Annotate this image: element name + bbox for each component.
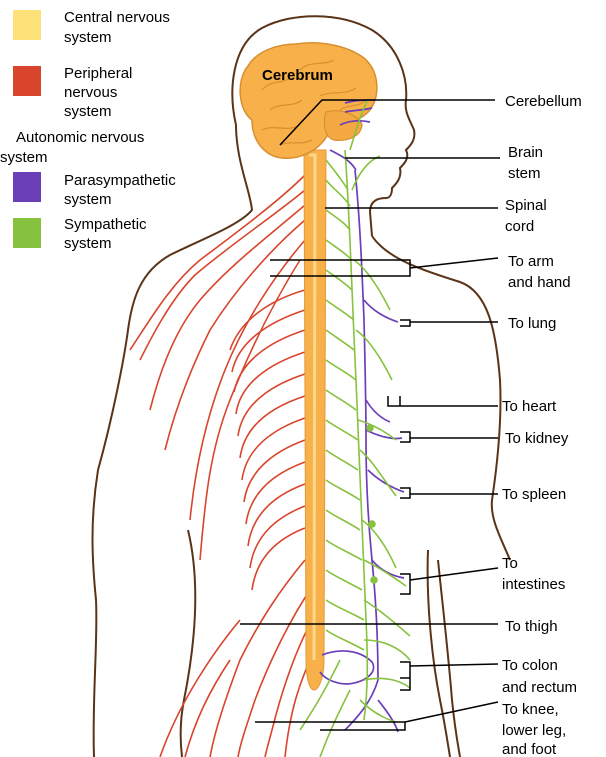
legend-autonomic-label1: Autonomic nervous (16, 129, 144, 146)
legend-central-label2: system (64, 29, 112, 46)
label-heart: To heart (502, 398, 557, 415)
label-kidney: To kidney (505, 430, 569, 447)
label-spinal-2: cord (505, 218, 534, 235)
cerebrum-label: Cerebrum (262, 67, 333, 84)
legend-peripheral-label3: system (64, 103, 112, 120)
leader-lung (400, 320, 498, 326)
legend-autonomic-label2: system (0, 149, 48, 166)
legend-parasympathetic-label2: system (64, 191, 112, 208)
leader-lines (240, 100, 500, 730)
label-spinal-1: Spinal (505, 197, 547, 214)
legend-swatch-peripheral (13, 66, 41, 96)
legend-swatch-central (13, 10, 41, 40)
label-cerebellum: Cerebellum (505, 93, 582, 110)
leader-spleen (400, 488, 498, 498)
label-knee-3: and foot (502, 741, 557, 757)
label-colon-2: and rectum (502, 679, 577, 696)
label-brain-stem-1: Brain (508, 144, 543, 161)
label-spleen: To spleen (502, 486, 566, 503)
legend-swatch-sympathetic (13, 218, 41, 248)
legend-peripheral-label1: Peripheral (64, 65, 132, 82)
label-brain-stem-2: stem (508, 165, 541, 182)
legend: Central nervous system Peripheral nervou… (0, 9, 176, 252)
spinal-cord (304, 150, 326, 690)
label-intestines-2: intestines (502, 576, 565, 593)
label-lung: To lung (508, 315, 556, 332)
legend-parasympathetic-label1: Parasympathetic (64, 172, 176, 189)
label-thigh: To thigh (505, 618, 558, 635)
leader-heart (388, 396, 498, 406)
leader-intestines (400, 568, 498, 594)
organ-labels: Cerebellum Brain stem Spinal cord To arm… (502, 93, 582, 757)
legend-peripheral-label2: nervous (64, 84, 117, 101)
label-knee-2: lower leg, (502, 722, 566, 739)
legend-central-label1: Central nervous (64, 9, 170, 26)
label-intestines-1: To (502, 555, 518, 572)
leader-kidney (400, 432, 498, 442)
legend-sympathetic-label2: system (64, 235, 112, 252)
label-knee-1: To knee, (502, 701, 559, 718)
label-arm-2: and hand (508, 274, 571, 291)
legend-sympathetic-label1: Sympathetic (64, 216, 147, 233)
label-colon-1: To colon (502, 657, 558, 674)
legend-swatch-parasympathetic (13, 172, 41, 202)
label-arm-1: To arm (508, 253, 554, 270)
